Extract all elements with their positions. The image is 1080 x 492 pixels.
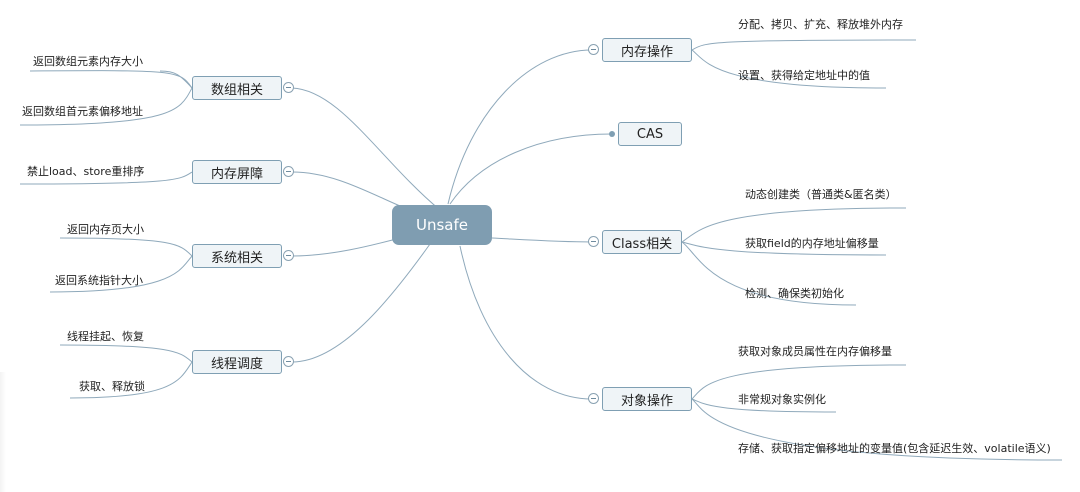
edge-thread-leaf-1 <box>59 344 193 363</box>
branch-system[interactable]: 系统相关 <box>192 244 282 268</box>
leaf-class-3: 检测、确保类初始化 <box>745 287 844 300</box>
leaf-array-1: 返回数组元素内存大小 <box>33 55 143 68</box>
edge-memory-leaf-1 <box>691 39 917 51</box>
branch-barrier[interactable]: 内存屏障 <box>192 160 282 184</box>
branch-class[interactable]: Class相关 <box>602 230 682 254</box>
collapse-toggle-icon[interactable] <box>283 82 294 93</box>
leaf-system-2: 返回系统指针大小 <box>55 274 143 287</box>
branch-label: Class相关 <box>611 236 673 252</box>
branch-memory[interactable]: 内存操作 <box>602 38 692 62</box>
root-node[interactable]: Unsafe <box>392 205 492 245</box>
edge-array-leaf-2 <box>19 87 193 126</box>
leaf-system-1: 返回内存页大小 <box>67 223 144 236</box>
leaf-object-3: 存储、获取指定偏移地址的变量值(包含延迟生效、volatile语义) <box>738 442 1051 455</box>
edge-root-thread <box>291 243 431 363</box>
edge-array-leaf-1 <box>159 70 193 89</box>
edge-root-system <box>291 237 401 257</box>
edge-root-cas <box>449 133 613 205</box>
edge-root-object <box>459 245 593 400</box>
edge-class-leaf-3 <box>681 241 857 306</box>
collapse-toggle-icon[interactable] <box>283 166 294 177</box>
collapse-toggle-icon[interactable] <box>588 44 599 55</box>
edge-memory-leaf-2 <box>691 49 887 89</box>
leaf-memory-2: 设置、获得给定地址中的值 <box>738 69 870 82</box>
leaf-memory-1: 分配、拷贝、扩充、释放堆外内存 <box>738 18 903 31</box>
edge-root-memory <box>447 49 593 205</box>
edge-object-leaf-2 <box>691 398 837 413</box>
branch-label: 数组相关 <box>210 82 263 98</box>
leaf-object-2: 非常规对象实例化 <box>738 393 826 406</box>
edge-system-leaf-2 <box>49 255 193 293</box>
collapse-toggle-icon[interactable] <box>283 250 294 261</box>
edge-root-class <box>491 237 593 243</box>
left-edge-shadow <box>0 372 6 492</box>
branch-thread[interactable]: 线程调度 <box>192 350 282 374</box>
edge-array-leaf-1 <box>29 70 193 89</box>
edge-class-leaf-1 <box>681 207 907 243</box>
edge-thread-leaf-2 <box>69 361 193 399</box>
collapse-toggle-icon[interactable] <box>588 393 599 404</box>
branch-label: 线程调度 <box>210 356 263 372</box>
leaf-thread-2: 获取、释放锁 <box>79 380 145 393</box>
branch-label: CAS <box>636 126 664 142</box>
collapse-toggle-icon[interactable] <box>588 236 599 247</box>
leaf-object-1: 获取对象成员属性在内存偏移量 <box>738 345 892 358</box>
edge-object-leaf-1 <box>691 364 907 400</box>
branch-label: 内存操作 <box>620 44 673 60</box>
branch-cas[interactable]: CAS <box>618 122 682 146</box>
leaf-class-2: 获取field的内存地址偏移量 <box>745 237 879 250</box>
leaf-class-1: 动态创建类（普通类&匿名类） <box>745 188 897 201</box>
branch-label: 对象操作 <box>620 393 673 409</box>
edge-object-leaf-3 <box>691 398 1063 461</box>
branch-label: 内存屏障 <box>210 166 263 182</box>
edge-root-array <box>291 87 441 211</box>
branch-object[interactable]: 对象操作 <box>602 387 692 411</box>
collapse-toggle-icon[interactable] <box>283 356 294 367</box>
leaf-array-2: 返回数组首元素偏移地址 <box>22 105 143 118</box>
leaf-thread-1: 线程挂起、恢复 <box>67 330 144 343</box>
edge-barrier-leaf-1 <box>19 171 193 185</box>
leaf-dot-icon <box>609 131 615 137</box>
leaf-barrier-1: 禁止load、store重排序 <box>27 165 145 178</box>
edge-system-leaf-1 <box>59 237 193 257</box>
root-label: Unsafe <box>415 216 468 234</box>
branch-array[interactable]: 数组相关 <box>192 76 282 100</box>
branch-label: 系统相关 <box>210 250 263 266</box>
edge-class-leaf-2 <box>681 241 887 256</box>
